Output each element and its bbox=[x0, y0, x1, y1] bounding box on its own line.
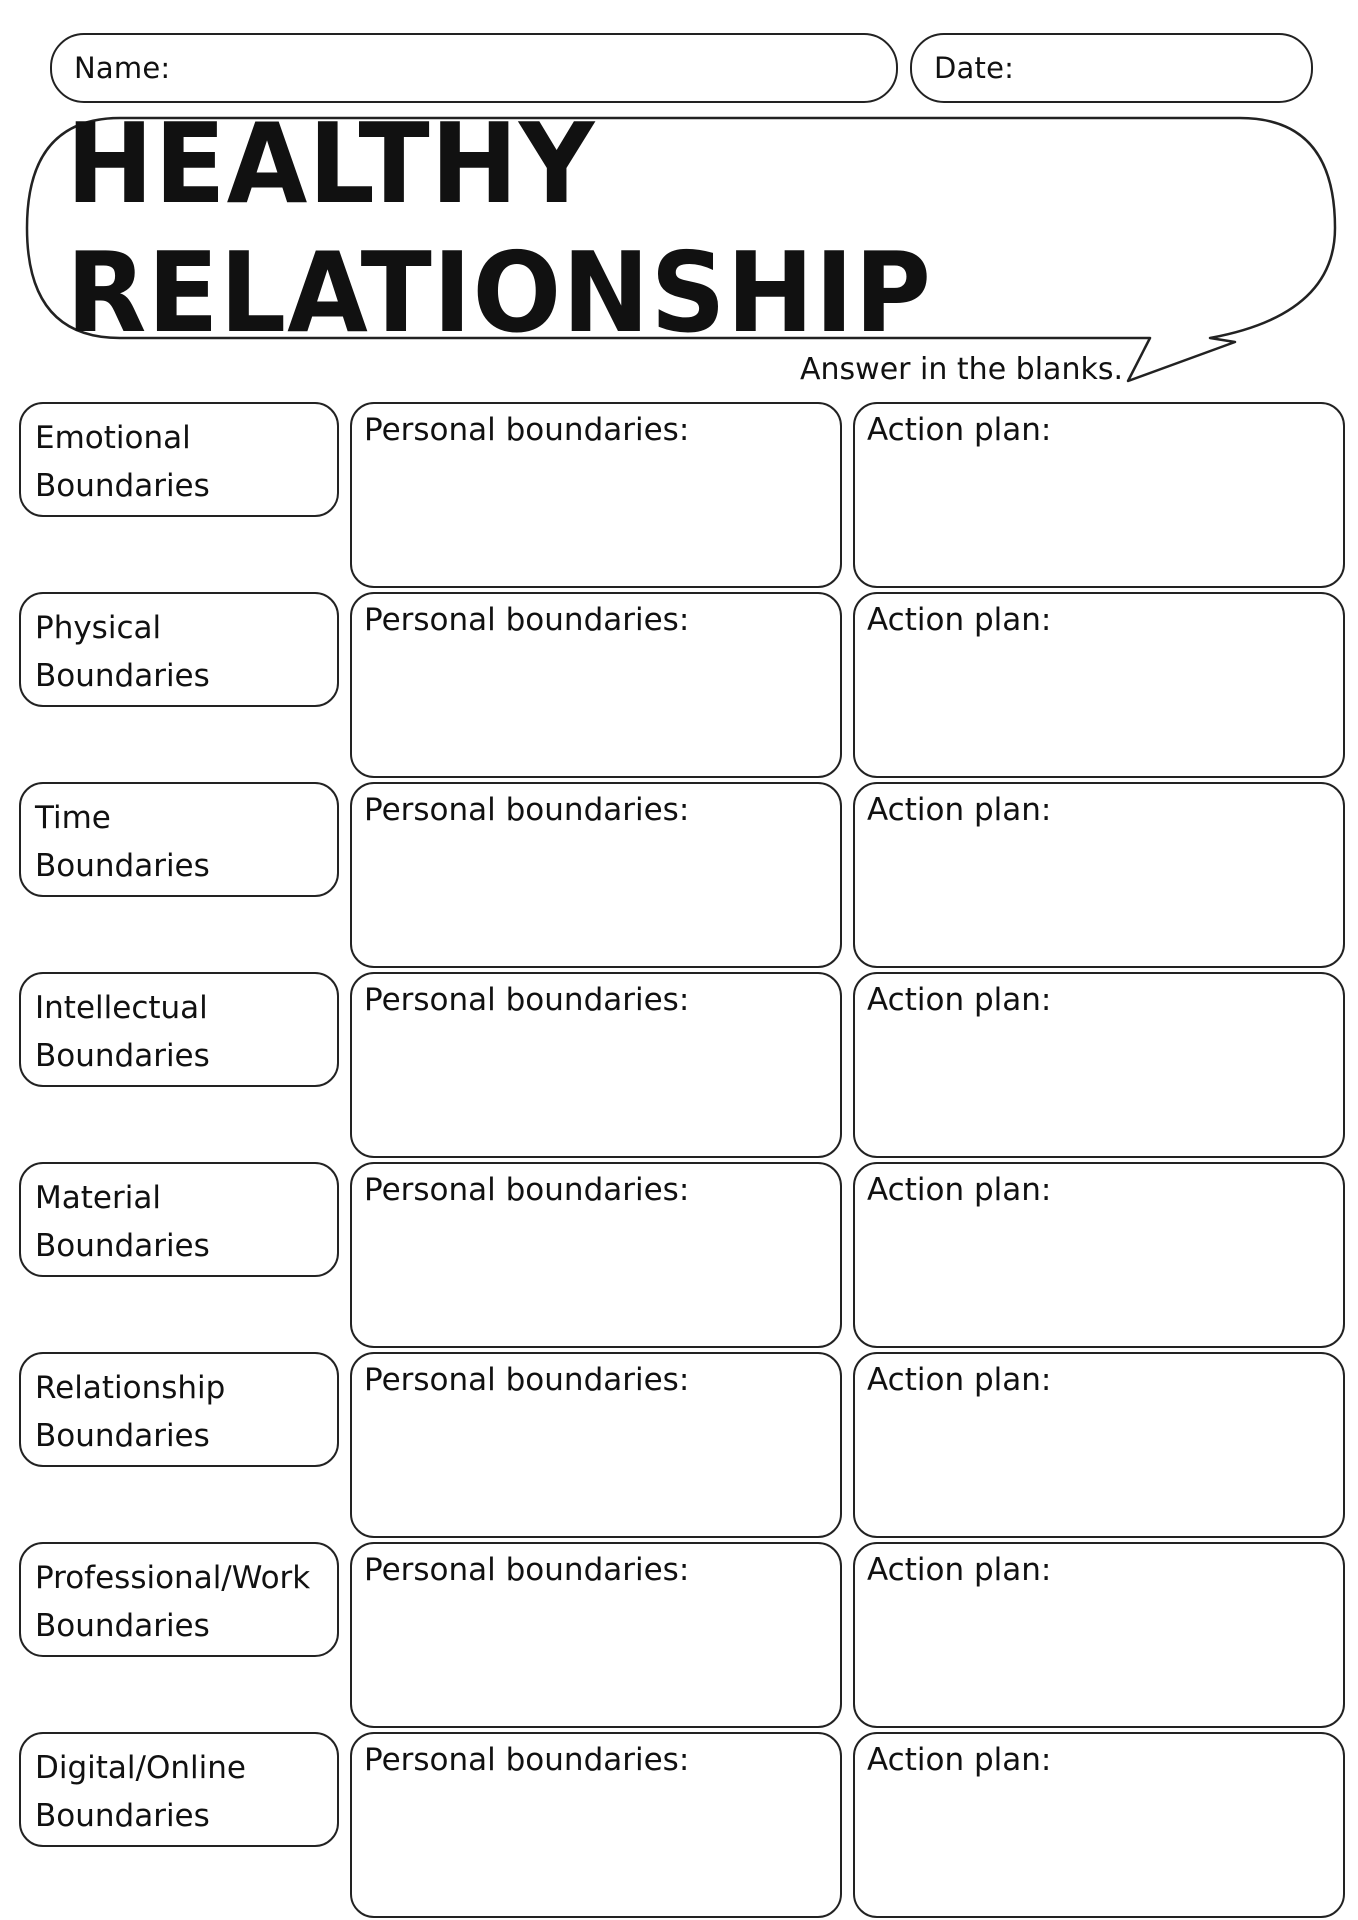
category-label: Digital/Online Boundaries bbox=[19, 1732, 339, 1847]
action-plan-box[interactable]: Action plan: bbox=[853, 592, 1345, 778]
boundary-row: Physical Boundaries Personal boundaries:… bbox=[0, 592, 1358, 778]
action-plan-box[interactable]: Action plan: bbox=[853, 972, 1345, 1158]
category-label: Relationship Boundaries bbox=[19, 1352, 339, 1467]
boundary-row: Digital/Online Boundaries Personal bound… bbox=[0, 1732, 1358, 1918]
category-label: Physical Boundaries bbox=[19, 592, 339, 707]
instruction-text: Answer in the blanks. bbox=[800, 352, 1123, 387]
personal-boundaries-box[interactable]: Personal boundaries: bbox=[350, 972, 842, 1158]
personal-boundaries-box[interactable]: Personal boundaries: bbox=[350, 782, 842, 968]
personal-boundaries-box[interactable]: Personal boundaries: bbox=[350, 1162, 842, 1348]
date-field[interactable]: Date: bbox=[910, 33, 1313, 103]
personal-boundaries-box[interactable]: Personal boundaries: bbox=[350, 1542, 842, 1728]
action-plan-box[interactable]: Action plan: bbox=[853, 402, 1345, 588]
category-label: Material Boundaries bbox=[19, 1162, 339, 1277]
category-label: Time Boundaries bbox=[19, 782, 339, 897]
boundary-row: Intellectual Boundaries Personal boundar… bbox=[0, 972, 1358, 1158]
boundary-row: Emotional Boundaries Personal boundaries… bbox=[0, 402, 1358, 588]
name-field[interactable]: Name: bbox=[50, 33, 898, 103]
page-title: HEALTHY RELATIONSHIP bbox=[66, 100, 932, 358]
boundary-row: Material Boundaries Personal boundaries:… bbox=[0, 1162, 1358, 1348]
category-label: Intellectual Boundaries bbox=[19, 972, 339, 1087]
action-plan-box[interactable]: Action plan: bbox=[853, 1352, 1345, 1538]
boundary-row: Time Boundaries Personal boundaries: Act… bbox=[0, 782, 1358, 968]
personal-boundaries-box[interactable]: Personal boundaries: bbox=[350, 1732, 842, 1918]
category-label: Professional/Work Boundaries bbox=[19, 1542, 339, 1657]
action-plan-box[interactable]: Action plan: bbox=[853, 1162, 1345, 1348]
action-plan-box[interactable]: Action plan: bbox=[853, 782, 1345, 968]
action-plan-box[interactable]: Action plan: bbox=[853, 1732, 1345, 1918]
personal-boundaries-box[interactable]: Personal boundaries: bbox=[350, 592, 842, 778]
action-plan-box[interactable]: Action plan: bbox=[853, 1542, 1345, 1728]
name-label: Name: bbox=[74, 51, 171, 85]
date-label: Date: bbox=[934, 51, 1015, 85]
title-speech-bubble bbox=[25, 116, 1337, 383]
personal-boundaries-box[interactable]: Personal boundaries: bbox=[350, 1352, 842, 1538]
category-label: Emotional Boundaries bbox=[19, 402, 339, 517]
personal-boundaries-box[interactable]: Personal boundaries: bbox=[350, 402, 842, 588]
boundary-row: Relationship Boundaries Personal boundar… bbox=[0, 1352, 1358, 1538]
boundary-row: Professional/Work Boundaries Personal bo… bbox=[0, 1542, 1358, 1728]
